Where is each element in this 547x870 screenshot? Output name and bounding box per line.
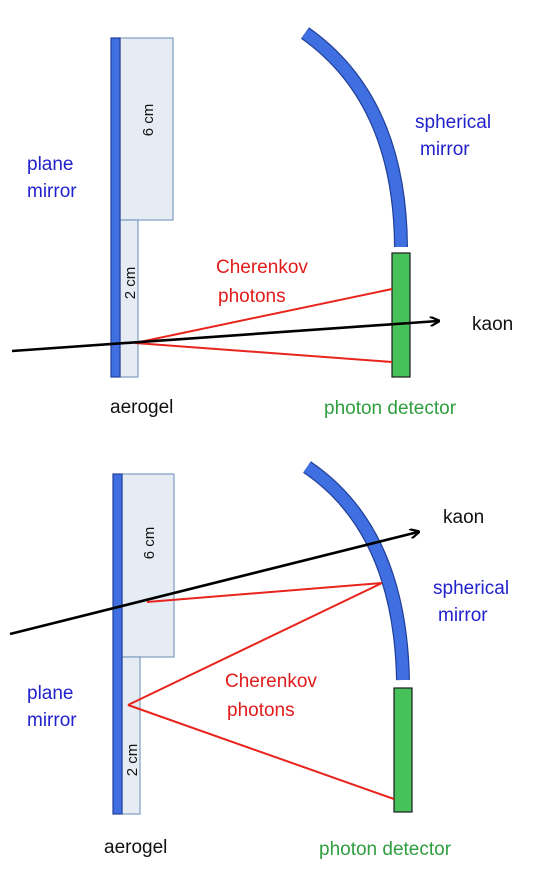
top-photon-detector-label: photon detector — [324, 398, 457, 419]
bottom-aerogel-label: aerogel — [104, 837, 167, 858]
top-photon-ray-lower — [134, 342, 393, 363]
bottom-plane-mirror — [112, 473, 123, 815]
bottom-cherenkov-label-line2: photons — [227, 700, 295, 721]
top-panel: plane mirror spherical mirror Cherenkov … — [11, 27, 513, 419]
bottom-cherenkov-label-line1: Cherenkov — [225, 671, 317, 692]
bottom-kaon-track — [9, 532, 418, 636]
bottom-kaon-label: kaon — [443, 507, 484, 528]
bottom-photon-ray-reflected-down — [127, 704, 395, 800]
top-thick-layer-dimension: 6 cm — [140, 104, 157, 137]
top-cherenkov-label-line2: photons — [218, 286, 286, 307]
top-spherical-mirror-label-line1: spherical — [415, 112, 491, 133]
bottom-spherical-mirror-label-line1: spherical — [433, 578, 509, 599]
bottom-photon-detector-label: photon detector — [319, 839, 452, 860]
bottom-thick-layer-dimension: 6 cm — [141, 527, 158, 560]
bottom-aerogel-thin-block — [121, 656, 141, 815]
top-spherical-mirror-label-line2: mirror — [420, 139, 470, 160]
top-plane-mirror-label-line2: mirror — [27, 181, 77, 202]
top-aerogel-label: aerogel — [110, 397, 173, 418]
top-aerogel-thick-block — [119, 37, 174, 221]
top-plane-mirror-label-line1: plane — [27, 154, 74, 175]
top-photon-detector — [391, 252, 411, 378]
bottom-plane-mirror-label-line2: mirror — [27, 710, 77, 731]
bottom-aerogel-thick-block — [121, 473, 175, 658]
top-thin-layer-dimension: 2 cm — [122, 267, 139, 300]
top-plane-mirror — [110, 37, 121, 378]
bottom-panel: kaon spherical mirror plane mirror Chere… — [9, 461, 509, 860]
bottom-photon-ray-upper-incident — [146, 582, 383, 603]
top-kaon-track — [11, 321, 438, 353]
bottom-spherical-mirror-label-line2: mirror — [438, 605, 488, 626]
bottom-photon-detector — [393, 687, 413, 813]
bottom-photon-ray-reflected-up — [127, 582, 383, 706]
bottom-thin-layer-dimension: 2 cm — [124, 744, 141, 777]
top-kaon-label: kaon — [472, 314, 513, 335]
bottom-plane-mirror-label-line1: plane — [27, 683, 74, 704]
top-photon-ray-upper — [134, 288, 393, 344]
top-cherenkov-label-line1: Cherenkov — [216, 257, 308, 278]
